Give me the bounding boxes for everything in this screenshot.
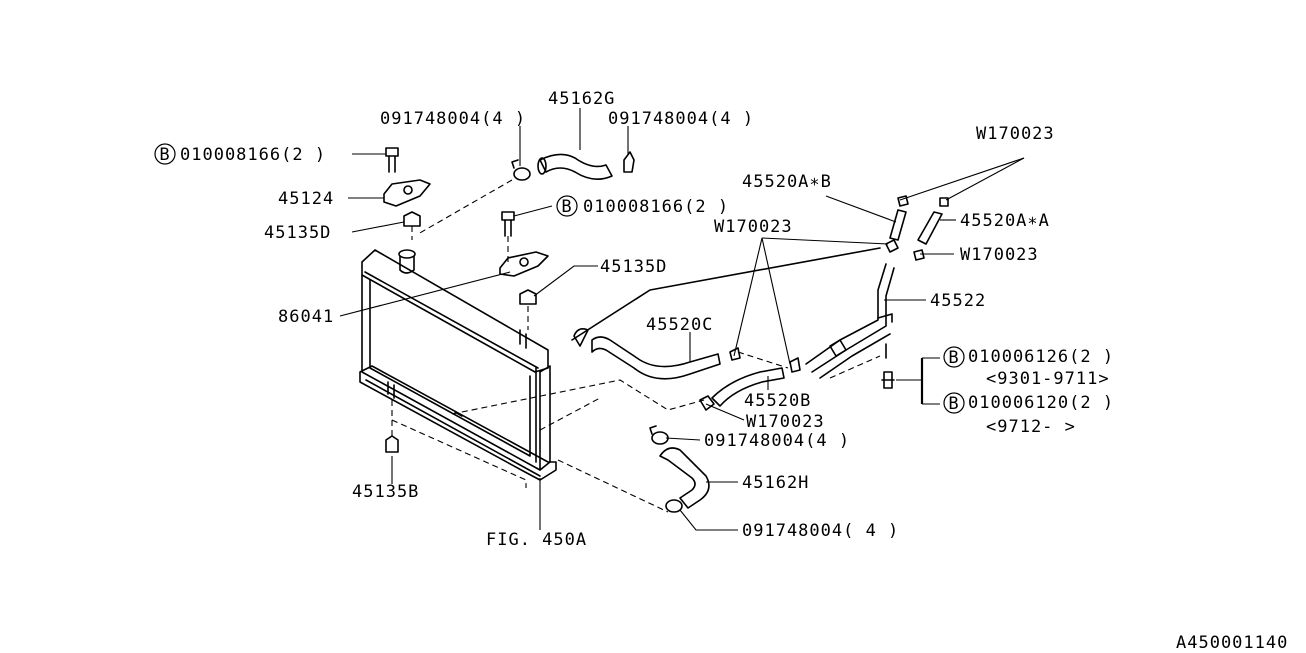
label-clip-mid-right: W170023 [960, 245, 1039, 265]
b-marker-pipe-2: B [943, 392, 965, 414]
label-hose-ab: 45520A∗B [742, 172, 832, 192]
short-hoses-drawing [885, 195, 949, 261]
label-bolt-pipe-2-range: <9712- > [986, 417, 1076, 437]
label-radiator: 86041 [278, 307, 334, 327]
b-marker-text: B [159, 145, 170, 165]
label-hose-c: 45520C [646, 315, 713, 335]
label-diagram-id: A450001140 [1176, 633, 1288, 653]
label-bolt-bracket-right: 010008166(2 ) [583, 197, 729, 217]
label-hose-aa: 45520A∗A [960, 211, 1050, 231]
label-cushion-upper-left: 45135D [264, 223, 331, 243]
label-hose-b: 45520B [744, 391, 811, 411]
b-marker-bolt-right: B [556, 195, 578, 217]
label-clip-top-right: W170023 [976, 124, 1055, 144]
label-pipe: 45522 [930, 291, 986, 311]
label-clamp-upper-left: 091748004(4 ) [380, 109, 526, 129]
leader-lines [339, 108, 1025, 531]
label-clip-lower: W170023 [746, 412, 825, 432]
b-marker-text: B [561, 197, 572, 217]
radiator-drawing [359, 249, 557, 481]
hose-c-drawing [571, 247, 881, 380]
label-clamp-lower-1: 091748004(4 ) [704, 431, 850, 451]
upper-hose-drawing [511, 151, 635, 181]
pipe-bolt-drawing [881, 371, 895, 389]
b-marker-pipe-1: B [943, 346, 965, 368]
lower-cushion-drawing [385, 435, 399, 453]
bracket-right-drawing [499, 211, 549, 305]
pipe-drawing [805, 263, 895, 379]
b-marker-bolt-left: B [154, 143, 176, 165]
label-fig-ref: FIG. 450A [486, 530, 587, 550]
hose-b-drawing [699, 357, 801, 411]
label-cushion-upper-right: 45135D [600, 257, 667, 277]
label-clamp-lower-2: 091748004( 4 ) [742, 521, 899, 541]
label-bolt-pipe-1-range: <9301-9711> [986, 369, 1110, 389]
b-marker-text: B [948, 348, 959, 368]
b-marker-text: B [948, 394, 959, 414]
label-hose-lower: 45162H [742, 473, 809, 493]
label-clamp-upper-right: 091748004(4 ) [608, 109, 754, 129]
lower-hose-drawing [649, 425, 710, 513]
assembly-lines [391, 179, 881, 513]
label-hose-upper: 45162G [548, 89, 615, 109]
label-bolt-pipe-2: 010006120(2 ) [968, 393, 1114, 413]
label-bolt-pipe-1: 010006126(2 ) [968, 347, 1114, 367]
label-bracket: 45124 [278, 189, 334, 209]
label-clip-center: W170023 [714, 217, 793, 237]
label-cushion-lower: 45135B [352, 482, 419, 502]
label-bolt-bracket-left: 010008166(2 ) [180, 145, 326, 165]
bracket-left-drawing [383, 147, 431, 227]
